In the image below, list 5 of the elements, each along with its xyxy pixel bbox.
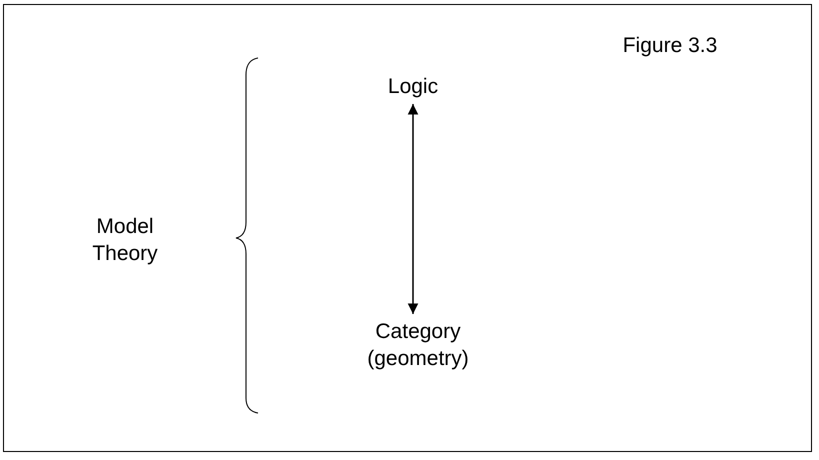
- double-arrow: [408, 104, 418, 314]
- concept-label: Logic: [373, 73, 453, 100]
- bracket-label: Model Theory: [91, 214, 159, 267]
- concept-label: Category (geometry): [348, 318, 488, 372]
- figure-number: Figure 3.3: [622, 33, 718, 59]
